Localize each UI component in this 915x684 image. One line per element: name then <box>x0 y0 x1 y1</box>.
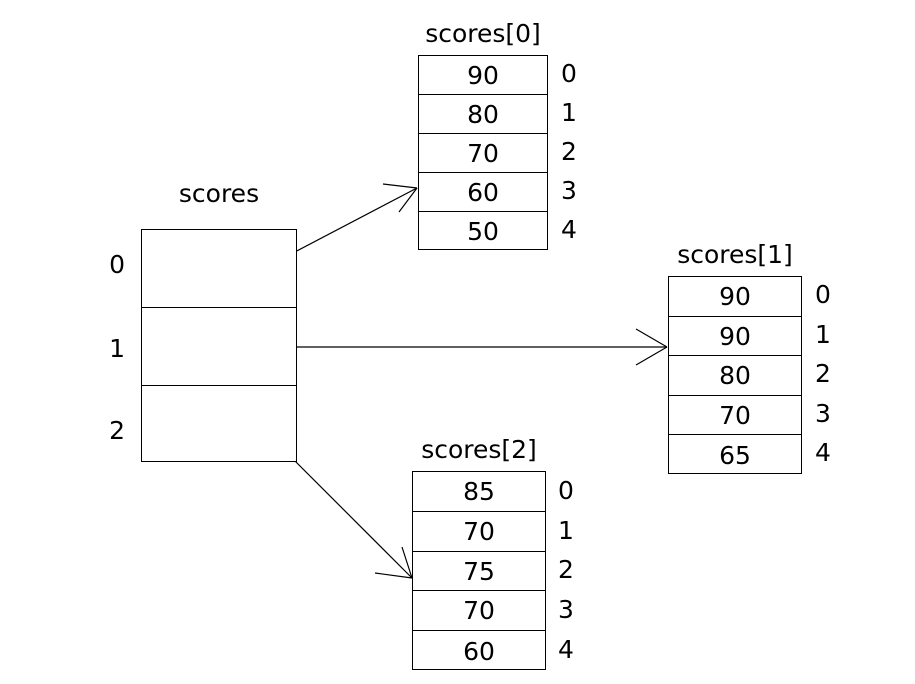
subarray-1-cell-3[interactable]: 70 <box>669 396 801 435</box>
subarray-1-index-4: 4 <box>815 438 831 467</box>
subarray-1-index-1: 1 <box>815 320 831 349</box>
pointer-array-index-1: 1 <box>109 334 125 363</box>
subarray-0-index-2: 2 <box>561 137 577 166</box>
subarray-2-index-3: 3 <box>558 595 574 624</box>
subarray-0-title: scores[0] <box>425 19 541 48</box>
subarray-1-box: 90 90 80 70 65 <box>668 276 802 474</box>
pointer-array-box <box>141 229 297 462</box>
subarray-1-cell-2[interactable]: 80 <box>669 356 801 396</box>
subarray-2-cell-3[interactable]: 70 <box>413 591 545 631</box>
subarray-2-box: 85 70 75 70 60 <box>412 471 546 670</box>
subarray-2-cell-2[interactable]: 75 <box>413 552 545 591</box>
subarray-0-index-3: 3 <box>561 176 577 205</box>
subarray-0-cell-3[interactable]: 60 <box>419 173 547 212</box>
pointer-arrow-1 <box>249 328 668 366</box>
subarray-2-index-1: 1 <box>558 516 574 545</box>
pointer-array-index-2: 2 <box>109 416 125 445</box>
subarray-0-index-1: 1 <box>561 98 577 127</box>
pointer-array-cell-2[interactable] <box>142 386 296 463</box>
subarray-1-cell-4[interactable]: 65 <box>719 440 751 470</box>
subarray-1-title: scores[1] <box>677 240 793 269</box>
subarray-1-cell-0[interactable]: 90 <box>669 277 801 317</box>
subarray-0-index-0: 0 <box>561 59 577 88</box>
subarray-1-index-0: 0 <box>815 280 831 309</box>
subarray-2-cell-1[interactable]: 70 <box>413 512 545 552</box>
pointer-array-cell-1[interactable] <box>142 308 296 386</box>
pointer-array-title: scores <box>178 179 260 208</box>
subarray-2-index-0: 0 <box>558 476 574 505</box>
subarray-2-index-4: 4 <box>558 635 574 664</box>
subarray-0-cell-2[interactable]: 70 <box>419 134 547 173</box>
subarray-2-cell-0[interactable]: 85 <box>413 472 545 512</box>
subarray-0-box: 90 80 70 60 50 <box>418 55 548 250</box>
subarray-1-cell-1[interactable]: 90 <box>669 317 801 356</box>
subarray-0-index-4: 4 <box>561 215 577 244</box>
subarray-2-cell-4[interactable]: 60 <box>463 636 495 666</box>
subarray-2-index-2: 2 <box>558 555 574 584</box>
subarray-1-index-3: 3 <box>815 399 831 428</box>
pointer-array-cell-0[interactable] <box>142 230 296 308</box>
subarray-0-cell-0[interactable]: 90 <box>419 56 547 95</box>
subarray-0-cell-1[interactable]: 80 <box>419 95 547 134</box>
subarray-2-title: scores[2] <box>421 435 537 464</box>
subarray-0-cell-4[interactable]: 50 <box>467 217 499 246</box>
subarray-1-index-2: 2 <box>815 359 831 388</box>
pointer-array-index-0: 0 <box>109 250 125 279</box>
